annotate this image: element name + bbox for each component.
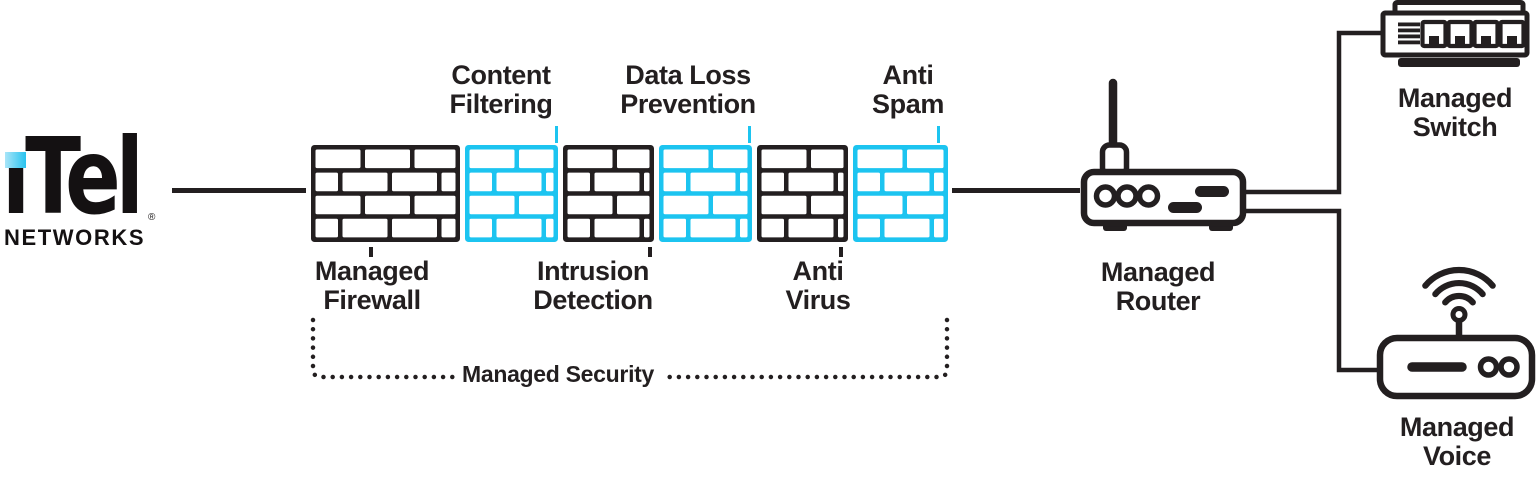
label-line: Anti (792, 256, 844, 286)
registered-mark: ® (148, 212, 156, 223)
tick-data-loss-prevention (748, 126, 751, 143)
label-line: Switch (1412, 111, 1498, 142)
router-slot (1195, 186, 1229, 197)
label-line: Router (1115, 285, 1201, 316)
tick-anti-spam (937, 126, 940, 143)
connector-router-branches (1246, 30, 1388, 373)
label-anti-virus: Anti Virus (708, 257, 928, 315)
label-line: Filtering (449, 88, 553, 119)
firewall-segment-content-filtering (465, 145, 558, 242)
managed-security-label: Managed Security (456, 356, 660, 392)
firewall-segment-anti-virus (757, 145, 848, 242)
label-data-loss-prevention: Data Loss Prevention (578, 61, 798, 119)
logo-cyan-dot (5, 152, 26, 168)
label-content-filtering: Content Filtering (391, 61, 611, 119)
firewall-segment-data-loss-prevention (659, 145, 752, 242)
label-line: Content (451, 60, 551, 90)
label-managed-router: Managed Router (1048, 258, 1268, 316)
label-line: Voice (1422, 440, 1492, 471)
firewall-segment-anti-spam (853, 145, 948, 242)
connector-router-to-switch (1246, 30, 1388, 195)
label-line: Managed (1397, 83, 1513, 113)
label-managed-firewall: Managed Firewall (262, 257, 482, 315)
switch-base-bar (1398, 58, 1520, 67)
tick-managed-firewall (369, 247, 373, 257)
router-slot (1168, 202, 1202, 213)
firewall-segment-managed-firewall (311, 145, 460, 242)
label-line: Managed (1399, 412, 1515, 442)
connector-router-to-voice (1246, 208, 1382, 373)
tick-anti-virus (839, 247, 843, 257)
switch-icon (1380, 0, 1530, 67)
label-line: Prevention (620, 88, 756, 119)
label-anti-spam: Anti Spam (798, 61, 1018, 119)
connector-logo-to-firewall (172, 188, 306, 193)
label-line: Firewall (323, 284, 421, 315)
label-line: Managed (1100, 257, 1216, 287)
voice-antenna-head (1450, 306, 1468, 323)
router-icon (1080, 78, 1247, 231)
label-line: Data Loss (625, 60, 751, 90)
firewall-wall (311, 145, 948, 242)
label-managed-voice: Managed Voice (1347, 413, 1536, 471)
label-line: Virus (785, 284, 851, 315)
label-line: Anti (882, 60, 934, 90)
label-line: Managed (314, 256, 430, 286)
label-line: Intrusion (537, 256, 649, 286)
label-line: Detection (533, 284, 653, 315)
tick-intrusion-detection (648, 247, 652, 257)
label-managed-switch: Managed Switch (1345, 84, 1536, 142)
tick-content-filtering (555, 126, 558, 143)
connector-firewall-to-router (952, 188, 1080, 193)
logo-wordmark-networks: NETWORKS (4, 225, 146, 250)
wifi-arcs-icon (1422, 266, 1496, 306)
label-intrusion-detection: Intrusion Detection (483, 257, 703, 315)
itel-networks-logo: ıTel ® NETWORKS (2, 125, 172, 250)
managed-security-bracket (310, 317, 950, 380)
firewall-segment-intrusion-detection (563, 145, 654, 242)
switch-ports (1420, 19, 1526, 49)
voice-icon (1376, 266, 1536, 400)
logo-brand-text: ıTel (2, 117, 144, 239)
label-line: Spam (872, 88, 944, 119)
